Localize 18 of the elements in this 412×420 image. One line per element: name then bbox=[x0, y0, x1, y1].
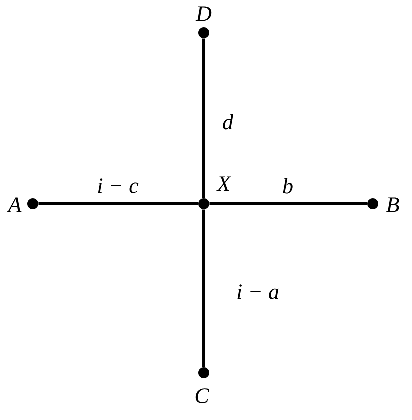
line-segment bbox=[38, 202, 198, 206]
point-label: D bbox=[196, 6, 212, 22]
point-label: C bbox=[196, 388, 210, 404]
edge-label: b bbox=[282, 177, 294, 195]
point-dot bbox=[198, 28, 210, 38]
point-dot bbox=[198, 198, 210, 210]
line-segment bbox=[202, 210, 206, 368]
edge-label: d bbox=[222, 113, 234, 131]
point-dot bbox=[368, 198, 378, 210]
point-dot bbox=[28, 198, 38, 210]
point-label: X bbox=[216, 176, 232, 192]
edge-label: i − a bbox=[236, 284, 280, 300]
point-dot bbox=[198, 368, 210, 378]
line-segment bbox=[210, 202, 368, 206]
point-label: B bbox=[386, 198, 400, 212]
point-label: A bbox=[7, 198, 22, 212]
edge-label: i − c bbox=[96, 178, 140, 194]
line-segment bbox=[202, 38, 206, 198]
